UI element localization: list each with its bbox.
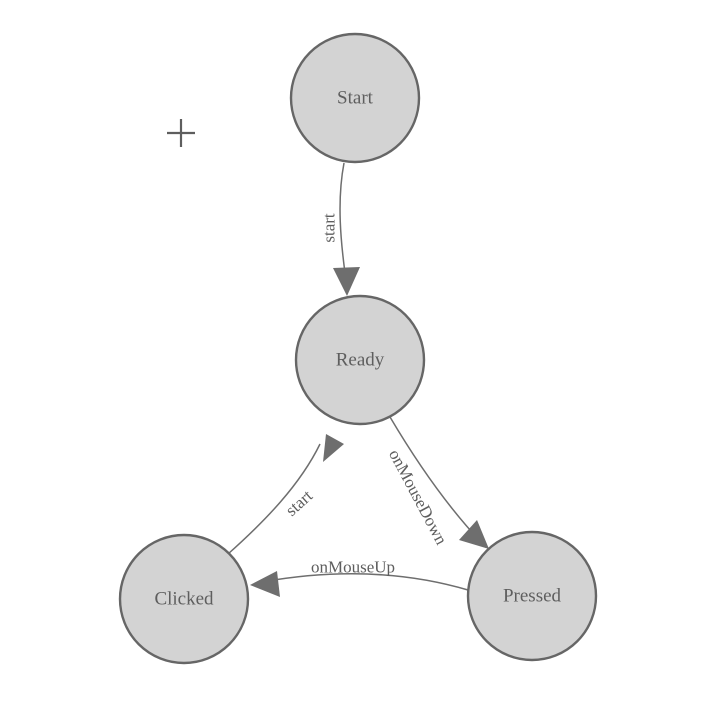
state-node-circle-clicked[interactable] [118, 533, 250, 665]
state-node-label-start: Start [337, 88, 374, 109]
edge-path-clicked-to-ready [227, 443, 321, 555]
edge-start-to-ready[interactable]: start [320, 162, 361, 296]
crosshair-marker[interactable] [167, 119, 195, 147]
arrowhead-icon [459, 520, 489, 549]
state-node-label-clicked: Clicked [154, 589, 214, 610]
state-node-pressed[interactable]: Pressed [466, 530, 598, 662]
state-node-start[interactable]: Start [289, 32, 421, 164]
markers-layer [167, 119, 195, 147]
edge-ready-to-pressed[interactable]: onMouseDown [385, 416, 489, 549]
edge-pressed-to-clicked[interactable]: onMouseUp [250, 558, 469, 598]
edge-clicked-to-ready[interactable]: start [227, 434, 344, 555]
arrowhead-icon [250, 571, 280, 597]
edge-label-start-to-ready: start [320, 213, 339, 243]
edge-label-clicked-to-ready: start [282, 486, 317, 520]
state-node-circle-ready[interactable] [294, 294, 426, 426]
arrowhead-icon [323, 434, 344, 462]
state-node-clicked[interactable]: Clicked [118, 533, 250, 665]
arrowhead-icon [333, 267, 360, 296]
state-node-ready[interactable]: Ready [294, 294, 426, 426]
state-node-circle-pressed[interactable] [466, 530, 598, 662]
state-node-circle-start[interactable] [289, 32, 421, 164]
state-node-label-pressed: Pressed [503, 586, 562, 607]
edge-label-pressed-to-clicked: onMouseUp [311, 558, 395, 577]
edge-path-pressed-to-clicked [261, 573, 469, 591]
state-node-label-ready: Ready [336, 350, 385, 371]
